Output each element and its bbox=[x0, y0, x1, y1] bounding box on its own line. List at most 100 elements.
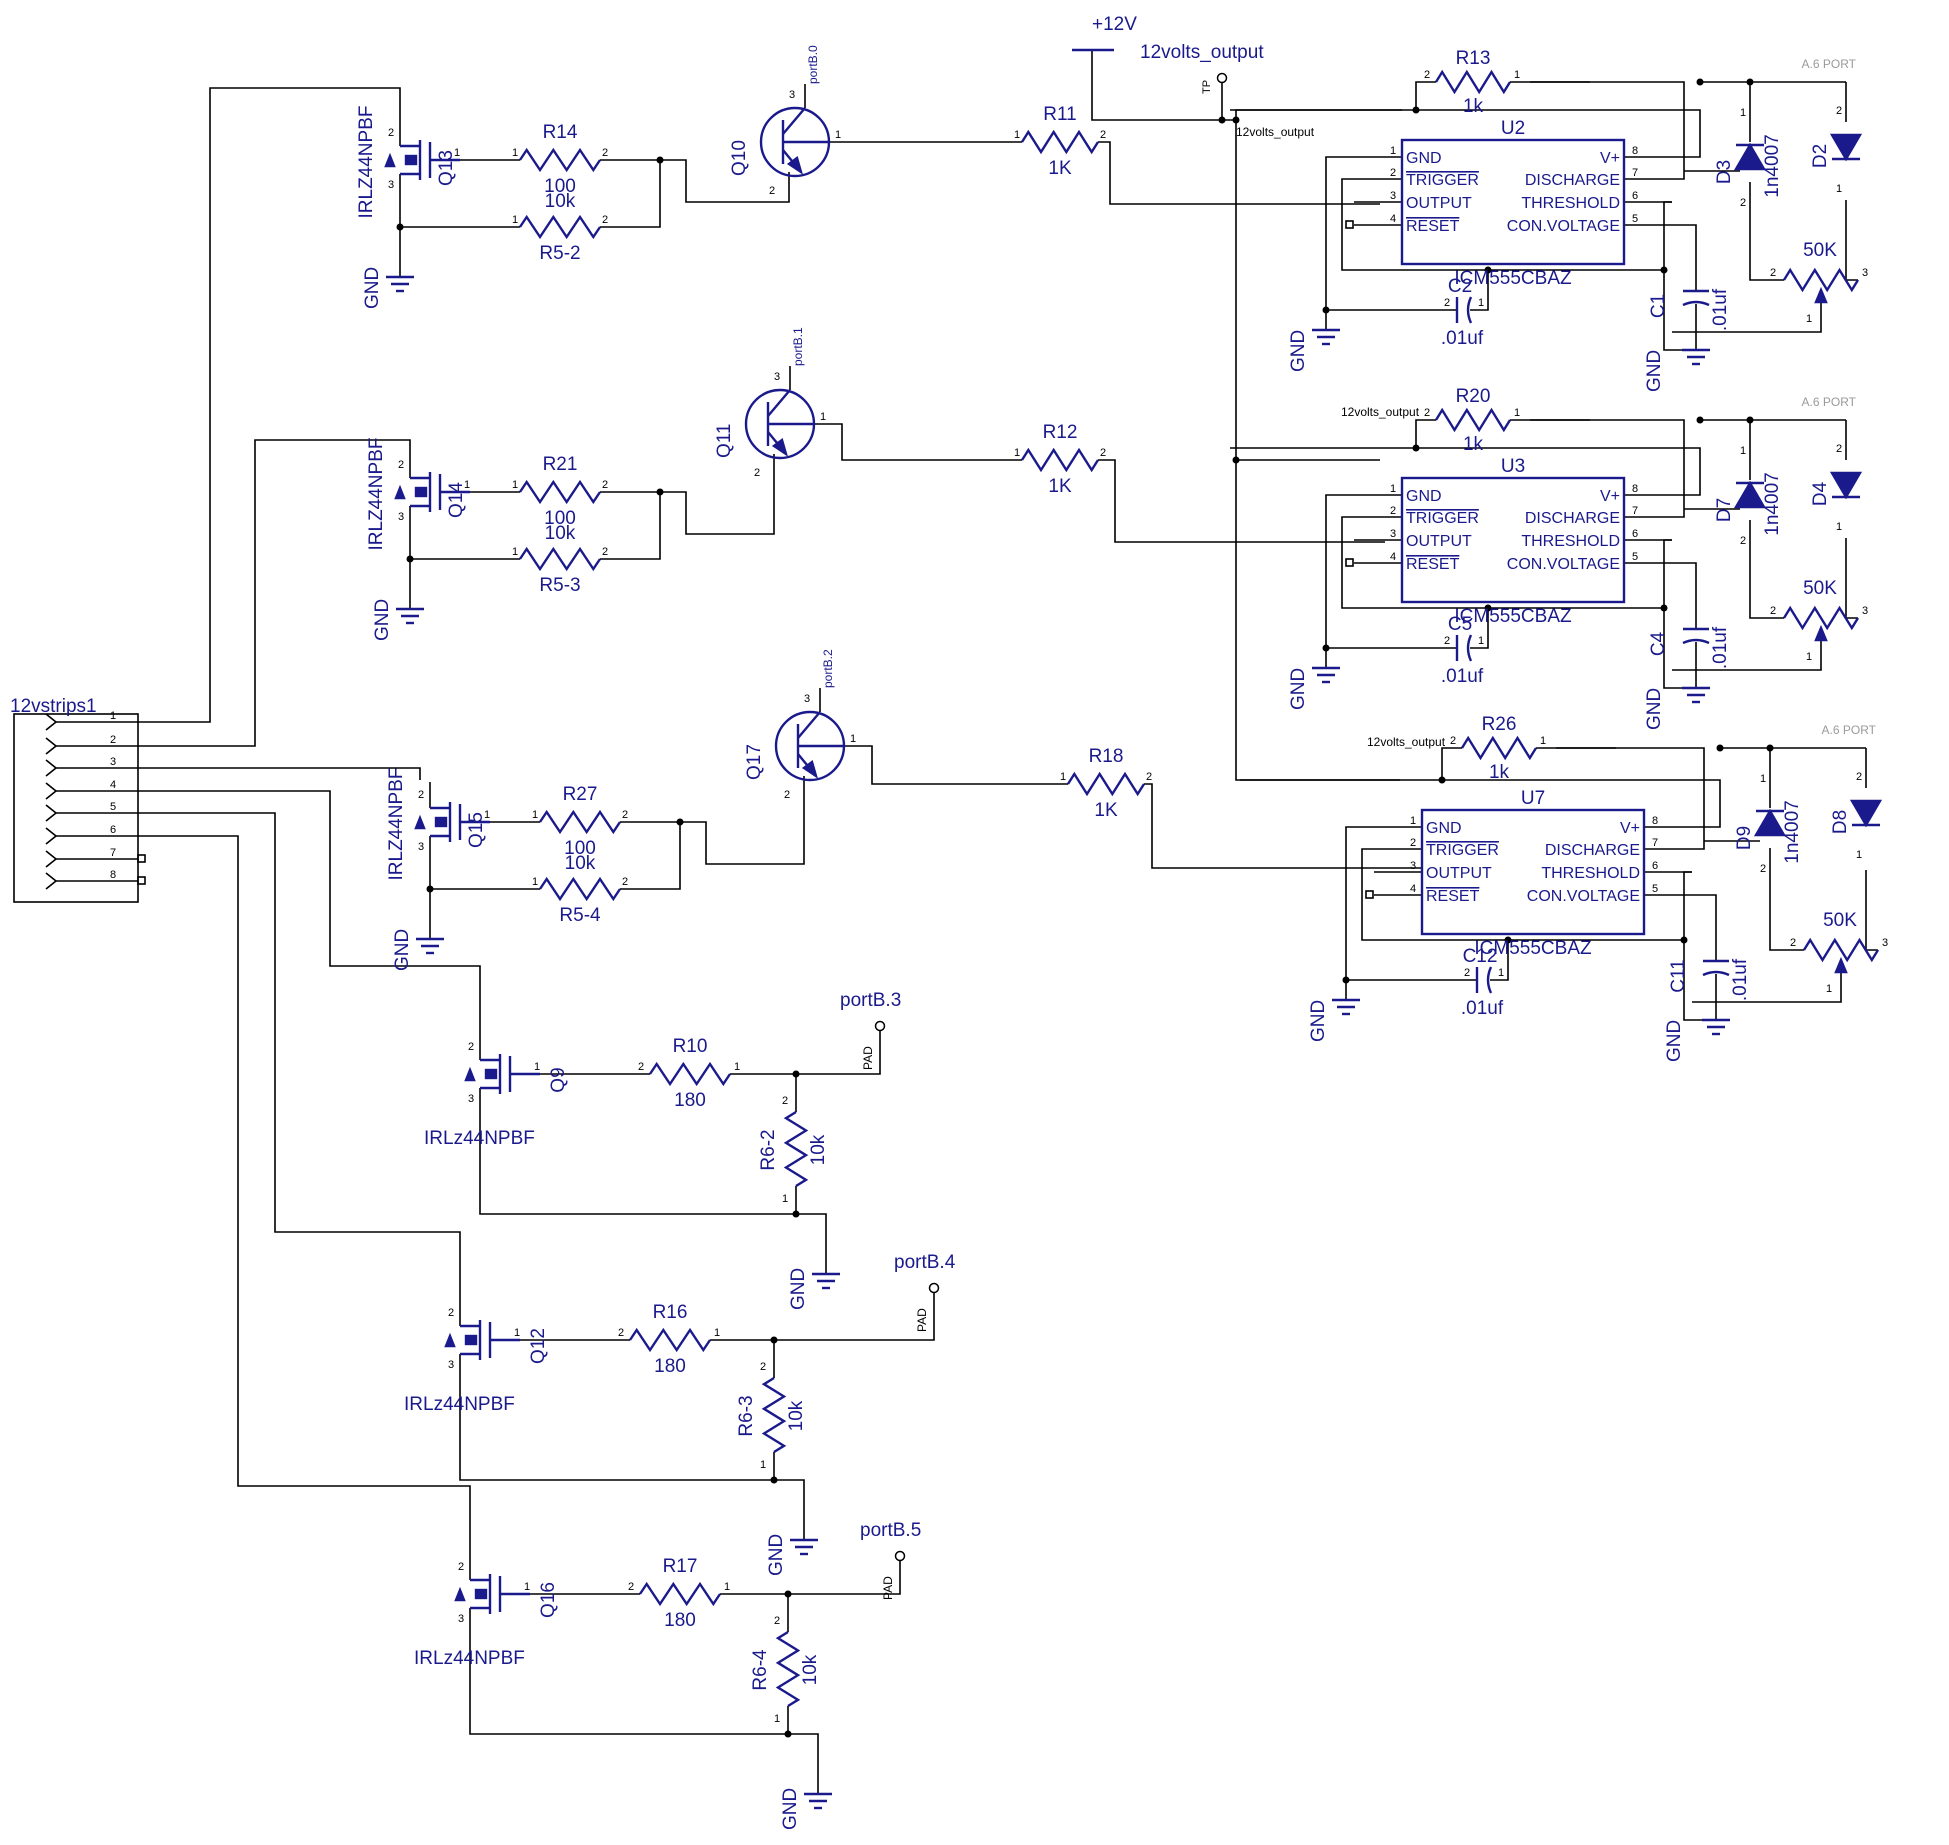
pin-number: 3 bbox=[398, 511, 404, 523]
pad-label: PAD bbox=[861, 1046, 875, 1070]
resistor-symbol bbox=[539, 809, 621, 835]
resistor-value: 1k bbox=[1463, 434, 1484, 455]
pin-number: 1 bbox=[782, 1193, 788, 1205]
mosfet-symbol bbox=[384, 152, 396, 168]
bjt-port-tag: portB.1 bbox=[791, 327, 805, 366]
resistor-ref: R13 bbox=[1456, 48, 1491, 69]
pin-number: 7 bbox=[1652, 837, 1658, 849]
wire bbox=[45, 759, 58, 777]
pin-number: 1 bbox=[110, 710, 116, 722]
wire bbox=[1240, 779, 1721, 828]
gnd-label: GND bbox=[1308, 1000, 1329, 1042]
pin-number: 2 bbox=[784, 789, 790, 801]
pin-number: 2 bbox=[458, 1561, 464, 1573]
resistor-value: 1K bbox=[1094, 800, 1118, 821]
wire bbox=[1091, 50, 1236, 121]
pin-number: 2 bbox=[602, 479, 608, 491]
junction-dot bbox=[770, 1336, 778, 1344]
wire bbox=[459, 1354, 805, 1540]
resistor-symbol bbox=[1802, 937, 1880, 963]
wire bbox=[45, 850, 58, 868]
wire bbox=[1361, 848, 1692, 941]
diode-ref: D3 bbox=[1714, 160, 1735, 184]
mosfet-part: IRLZ44NPBF bbox=[356, 106, 377, 219]
junction-dot bbox=[1680, 936, 1688, 944]
timer-part: ICM555CBAZ bbox=[1454, 268, 1572, 289]
pin-number: 4 bbox=[1390, 551, 1396, 563]
pin-number: 4 bbox=[1410, 883, 1416, 895]
transistor-symbol bbox=[786, 155, 804, 175]
capacitor-symbol bbox=[1486, 966, 1493, 994]
junction-dot bbox=[1660, 604, 1668, 612]
timer-pin-name: V+ bbox=[1620, 820, 1640, 837]
pin-number: 2 bbox=[622, 809, 628, 821]
wire bbox=[620, 822, 681, 890]
diode-ref: D4 bbox=[1810, 481, 1831, 506]
resistor-value: 10k bbox=[808, 1134, 829, 1165]
resistor-symbol bbox=[1020, 129, 1100, 155]
pin-number: 1 bbox=[524, 1581, 530, 1593]
transistor-symbol bbox=[782, 107, 806, 135]
mosfet-symbol bbox=[454, 1586, 466, 1602]
transistor-symbol bbox=[771, 437, 789, 457]
pin-number: 1 bbox=[1540, 735, 1546, 747]
capacitor-symbol bbox=[1466, 634, 1473, 662]
timer-pin-name: GND bbox=[1406, 488, 1442, 505]
resistor-symbol bbox=[1434, 69, 1512, 95]
pin-number: 2 bbox=[1424, 407, 1430, 419]
timer-pin-name: RESET bbox=[1406, 218, 1460, 235]
mosfet-ref: Q14 bbox=[446, 482, 467, 518]
resistor-symbol bbox=[519, 214, 601, 240]
pin-number: 1 bbox=[1498, 967, 1504, 979]
gnd-label: GND bbox=[1644, 350, 1665, 392]
junction-dot bbox=[656, 156, 664, 164]
resistor-ref: R17 bbox=[663, 1556, 698, 1577]
pin-number: 2 bbox=[1410, 837, 1416, 849]
mosfet-symbol bbox=[414, 814, 426, 830]
resistor-value: 10k bbox=[545, 191, 576, 212]
junction-dot bbox=[1746, 78, 1754, 86]
pin-number: 2 bbox=[1146, 771, 1152, 783]
pin-number: 1 bbox=[1760, 773, 1766, 785]
pin-number: 1 bbox=[534, 1061, 540, 1073]
junction-dot bbox=[784, 1590, 792, 1598]
pad-terminal bbox=[874, 1020, 886, 1032]
cap-ref: C5 bbox=[1448, 614, 1472, 635]
wire bbox=[45, 782, 58, 800]
junction-dot bbox=[792, 1070, 800, 1078]
pin-number: 2 bbox=[602, 214, 608, 226]
junction-dot bbox=[1716, 744, 1724, 752]
pin-number: 2 bbox=[1100, 447, 1106, 459]
pin-number: 2 bbox=[760, 1361, 766, 1373]
bjt-port-tag: portB.0 bbox=[806, 45, 820, 84]
resistor-symbol bbox=[783, 1110, 809, 1188]
junction-dot bbox=[1746, 416, 1754, 424]
connector-label: 12vstrips1 bbox=[10, 696, 97, 717]
resistor-symbol bbox=[519, 546, 601, 572]
resistor-value: 180 bbox=[664, 1610, 696, 1631]
wire bbox=[138, 439, 411, 747]
mosfet-ref: Q13 bbox=[436, 150, 457, 186]
pot-wiper bbox=[1814, 286, 1828, 304]
timer-pin-name: DISCHARGE bbox=[1545, 842, 1640, 859]
gnd-label: GND bbox=[362, 267, 383, 309]
diode-ref: D2 bbox=[1810, 144, 1831, 168]
resistor-value: 100 bbox=[564, 838, 596, 859]
resistor-ref: R10 bbox=[673, 1036, 708, 1057]
pin-number: 2 bbox=[388, 127, 394, 139]
wire bbox=[1692, 972, 1842, 1003]
pin-number: 8 bbox=[1632, 145, 1638, 157]
mosfet-symbol bbox=[484, 1068, 498, 1080]
pin-number: 3 bbox=[418, 841, 424, 853]
wire bbox=[710, 1292, 935, 1341]
pin-number: 2 bbox=[1836, 105, 1842, 117]
bjt-ref: Q17 bbox=[744, 744, 765, 780]
connector-body bbox=[13, 713, 139, 903]
junction-dot bbox=[1322, 306, 1330, 314]
wire bbox=[814, 423, 1022, 461]
pin-number: 2 bbox=[1444, 297, 1450, 309]
timer-pin-name: RESET bbox=[1406, 556, 1460, 573]
junction-dot bbox=[1438, 776, 1446, 784]
mosfet-ref: Q12 bbox=[528, 1328, 549, 1364]
